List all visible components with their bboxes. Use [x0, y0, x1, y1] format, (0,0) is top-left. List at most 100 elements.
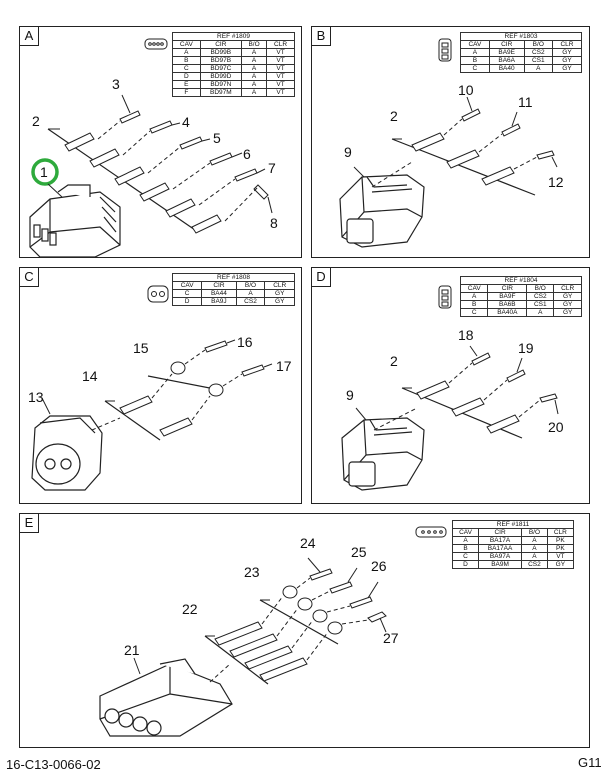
table-cell: VT [266, 48, 295, 57]
panel-c-drawing [31, 285, 273, 491]
seal-set [282, 568, 387, 635]
table-cell: A [240, 72, 268, 81]
table-cell: BA40 [488, 64, 525, 73]
table-cell: F [172, 88, 201, 97]
callout-label: 17 [276, 358, 292, 374]
col-header: B/O [526, 284, 555, 293]
table-cell: GY [264, 297, 295, 306]
table-cell: PK [546, 536, 575, 545]
table-cell: A [235, 289, 266, 298]
panel-letter: B [312, 27, 331, 46]
col-header: B/O [240, 40, 268, 49]
connector-housing [99, 658, 233, 737]
panel-letter: C [20, 268, 39, 287]
panel-a-drawing [29, 38, 273, 258]
terminal-set [214, 621, 308, 682]
panel-c: C [19, 267, 302, 504]
table-cell: BD97N [199, 80, 243, 89]
table-cell: B [451, 544, 480, 553]
table-cell: A [523, 64, 553, 73]
table-cell: VT [546, 552, 575, 561]
table-cell: E [172, 80, 201, 89]
col-header: CAV [460, 40, 490, 49]
ref-number: REF #1808 [172, 273, 295, 282]
table-cell: GY [546, 560, 575, 569]
table-cell: PK [546, 544, 575, 553]
callout-label: 12 [548, 174, 564, 190]
col-header: CIR [199, 40, 243, 49]
table-cell: BD97C [199, 64, 243, 73]
callout-label: 6 [243, 146, 251, 162]
table-cell: A [172, 48, 201, 57]
col-header: CIR [487, 284, 528, 293]
table-cell: B [172, 56, 201, 65]
terminal-set [411, 132, 515, 186]
connector-2-pin-icon [147, 285, 169, 303]
table-cell: GY [553, 300, 582, 309]
table-cell: A [240, 80, 268, 89]
connector-housing [29, 184, 121, 258]
connector-4-pin-icon [415, 526, 447, 538]
callout-label: 23 [244, 564, 260, 580]
callout-label: 7 [268, 160, 276, 176]
seal-set [461, 108, 555, 160]
table-cell: BA6B [487, 300, 528, 309]
panel-b-drawing [339, 38, 558, 248]
table-cell: BA9J [201, 297, 237, 306]
table-cell: A [526, 308, 555, 317]
table-cell: B [460, 56, 490, 65]
table-cell: D [451, 560, 480, 569]
callout-label: 5 [213, 130, 221, 146]
col-header: CAV [171, 281, 203, 290]
col-header: CLR [553, 284, 582, 293]
callout-label: 13 [28, 389, 44, 405]
callout-label: 9 [344, 144, 352, 160]
panel-letter: D [312, 268, 331, 287]
table-cell: A [459, 292, 489, 301]
col-header: CIR [488, 40, 525, 49]
table-cell: BA6A [488, 56, 525, 65]
col-header: B/O [523, 40, 553, 49]
connector-3-pin-icon [438, 285, 452, 309]
drawing-number: 16-C13-0066-02 [6, 757, 101, 772]
callout-label: 4 [182, 114, 190, 130]
table-cell: GY [551, 64, 583, 73]
panel-a: A [19, 26, 302, 258]
table-cell: BA9F [487, 292, 528, 301]
callout-label: 27 [383, 630, 399, 646]
table-cell: C [172, 64, 201, 73]
callout-label: 22 [182, 601, 198, 617]
callout-label: 16 [237, 334, 253, 350]
callout-label: 14 [82, 368, 98, 384]
table-cell: BD97B [199, 56, 243, 65]
callout-label: 2 [390, 353, 398, 369]
connector-housing [31, 415, 103, 491]
seal-set [170, 340, 265, 397]
col-header: B/O [521, 528, 548, 537]
table-cell: A [521, 552, 548, 561]
table-cell: CS1 [526, 300, 555, 309]
callout-label: 11 [518, 94, 533, 110]
table-cell: GY [553, 292, 582, 301]
col-header: CAV [172, 40, 201, 49]
terminal-set [64, 132, 222, 234]
callout-label: 19 [518, 340, 534, 356]
table-cell: VT [266, 88, 295, 97]
table-cell: VT [266, 80, 295, 89]
table-cell: C [460, 64, 490, 73]
table-cell: D [172, 72, 201, 81]
col-header: CAV [451, 528, 480, 537]
